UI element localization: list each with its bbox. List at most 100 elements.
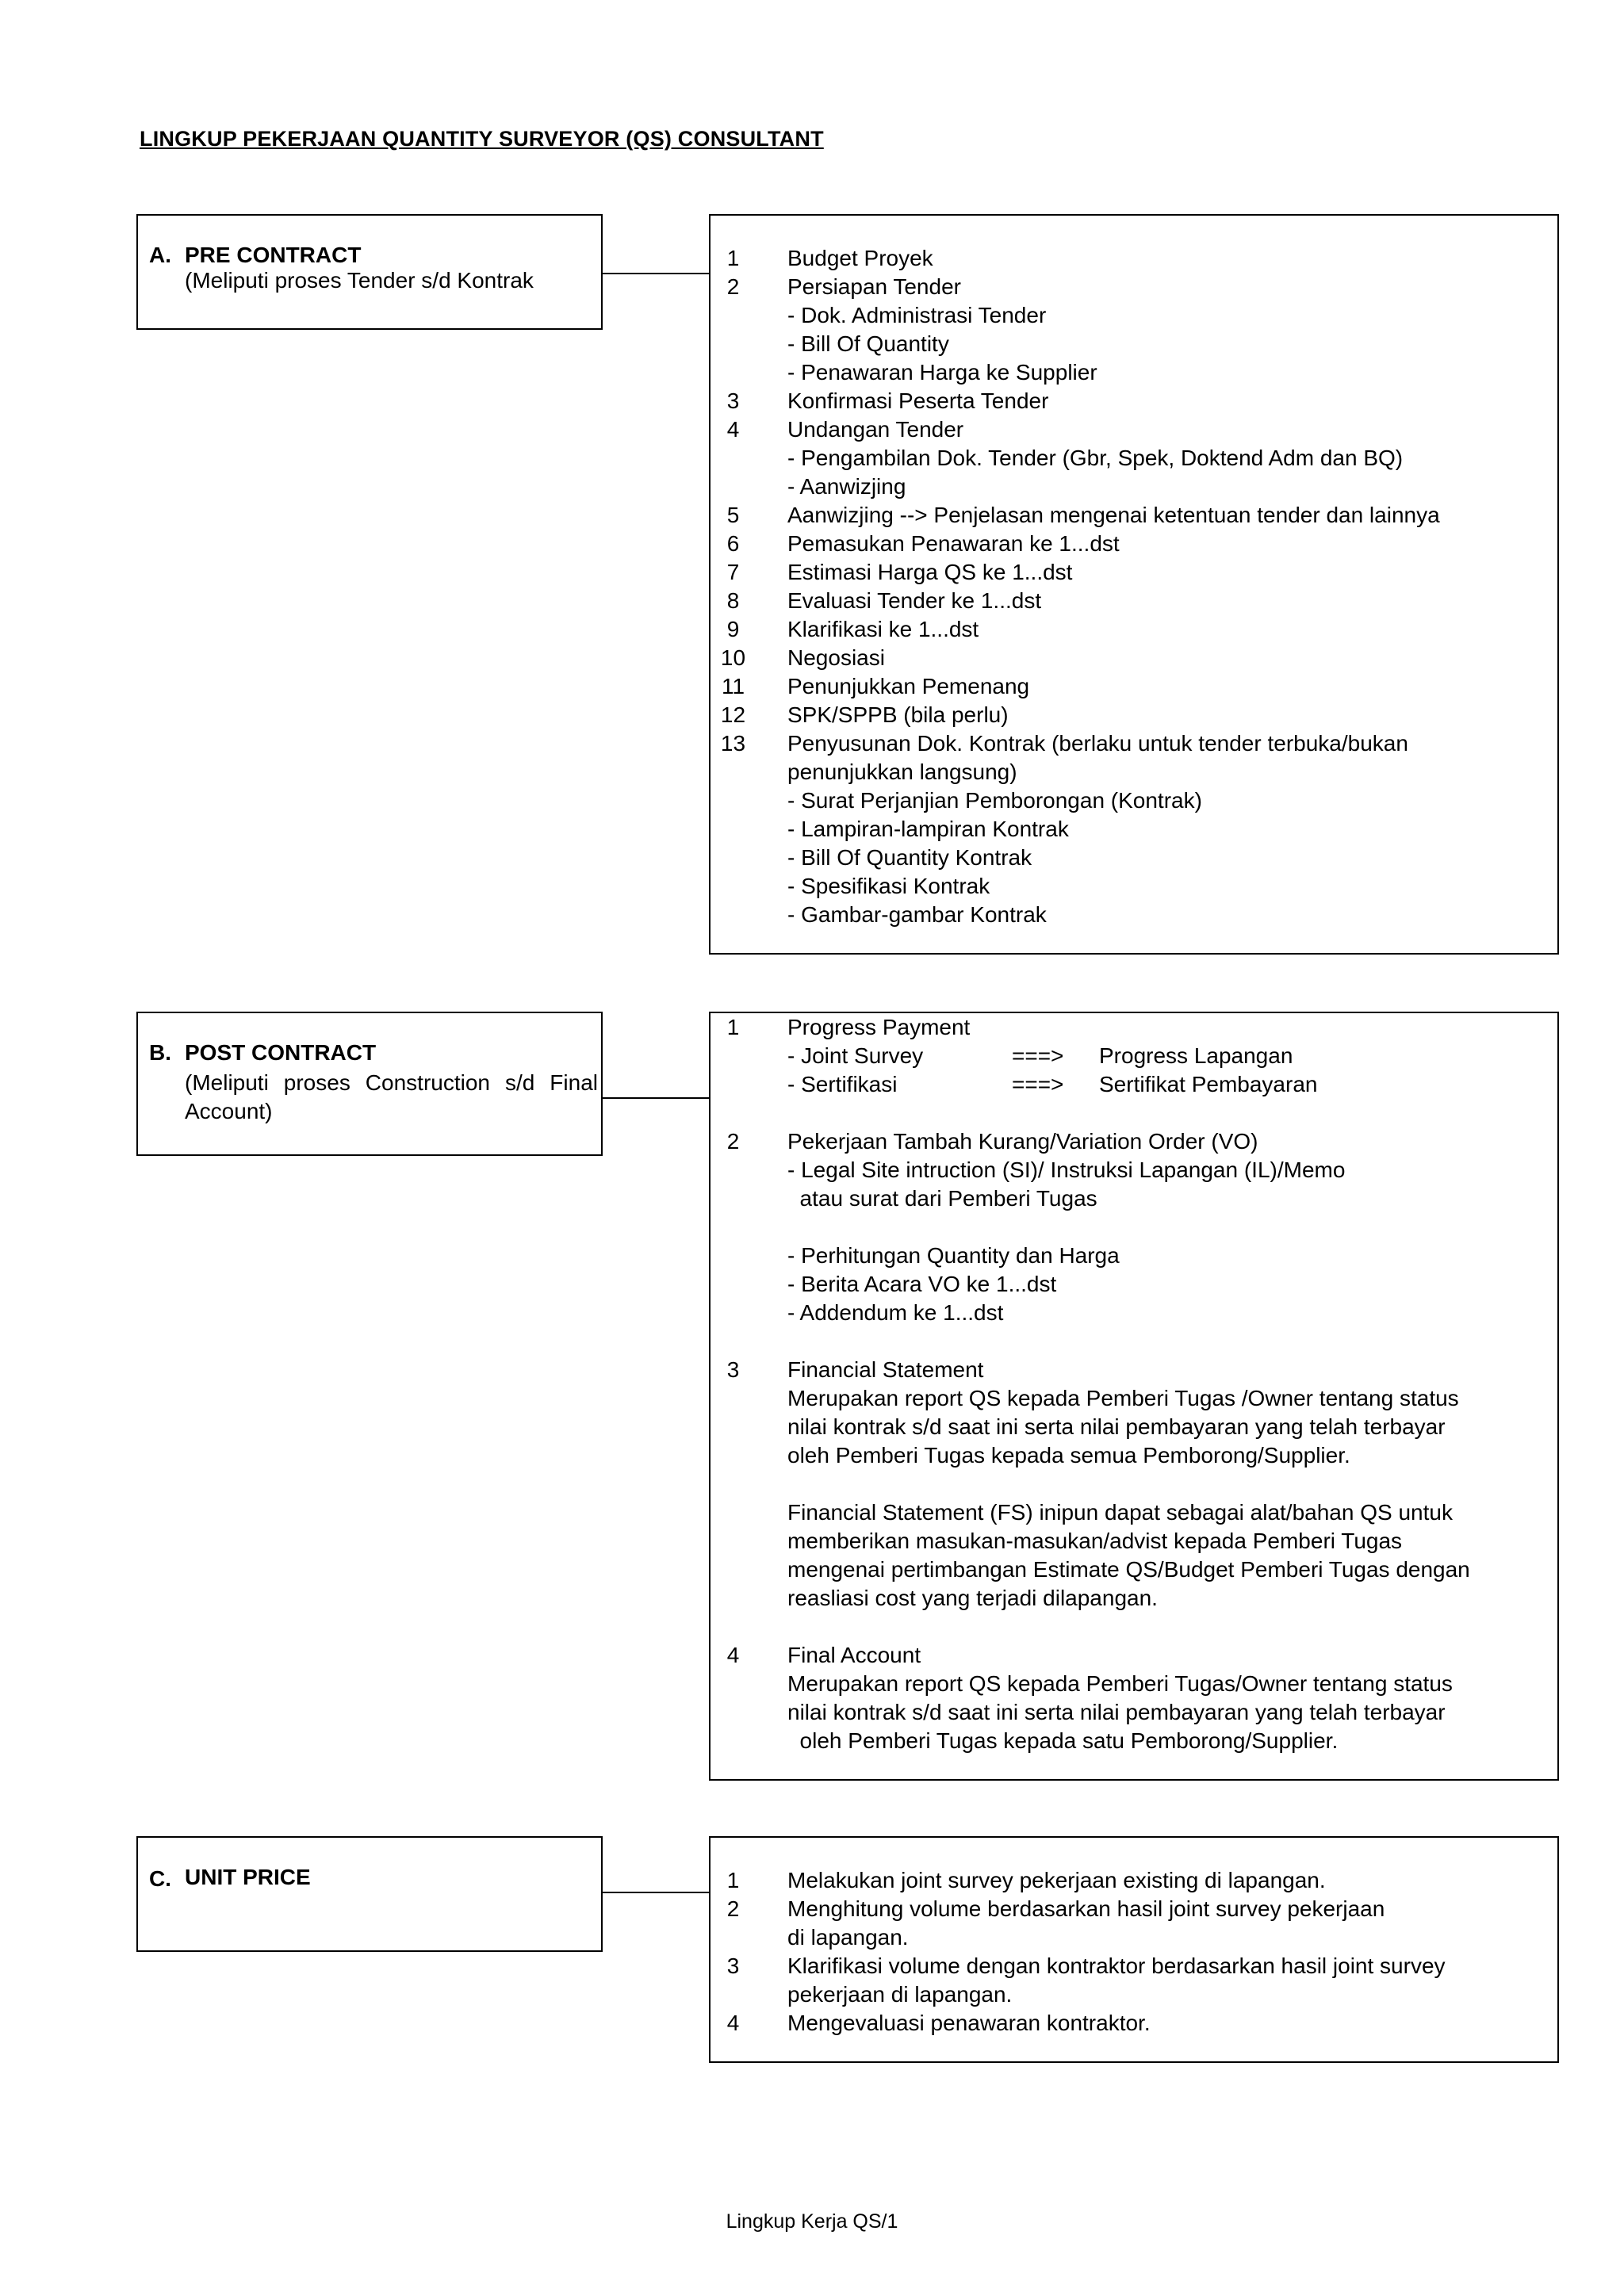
item-text: Final Account: [787, 1643, 921, 1667]
list-item: - Bill Of Quantity: [710, 330, 1557, 358]
item-text: Estimasi Harga QS ke 1...dst: [787, 560, 1073, 584]
item-text: - Aanwizjing: [787, 474, 906, 499]
section-b-title: POST CONTRACT: [185, 1040, 377, 1065]
section-b-connector: [603, 1097, 709, 1099]
item-number: 6: [726, 531, 740, 556]
list-item: - Sertifikasi===>Sertifikat Pembayaran: [710, 1070, 1557, 1099]
item-text: Evaluasi Tender ke 1...dst: [787, 588, 1042, 613]
list-item: mengenai pertimbangan Estimate QS/Budget…: [710, 1556, 1557, 1584]
list-item: oleh Pemberi Tugas kepada semua Pemboron…: [710, 1441, 1557, 1470]
section-c-connector: [603, 1892, 709, 1893]
item-text: SPK/SPPB (bila perlu): [787, 702, 1009, 727]
item-number: 9: [726, 617, 740, 641]
arrow-symbol: ===>: [1012, 1043, 1064, 1068]
item-text: reasliasi cost yang terjadi dilapangan.: [787, 1586, 1158, 1610]
item-number: 1: [726, 1868, 740, 1892]
item-number: 2: [726, 1129, 740, 1154]
item-text: Progress Payment: [787, 1015, 971, 1039]
item-number: 4: [726, 417, 740, 442]
item-text: di lapangan.: [787, 1925, 909, 1950]
list-item: [710, 1327, 1557, 1356]
list-item: 3 Klarifikasi volume dengan kontraktor be…: [710, 1952, 1557, 1980]
list-item: - Pengambilan Dok. Tender (Gbr, Spek, Do…: [710, 444, 1557, 473]
item-text: Penunjukkan Pemenang: [787, 674, 1030, 698]
item-text: Klarifikasi volume dengan kontraktor ber…: [787, 1954, 1446, 1978]
list-item: atau surat dari Pemberi Tugas: [710, 1184, 1557, 1213]
item-number: 2: [726, 274, 740, 299]
item-text: - Berita Acara VO ke 1...dst: [787, 1272, 1057, 1296]
list-item: di lapangan.: [710, 1923, 1557, 1952]
list-item: Merupakan report QS kepada Pemberi Tugas…: [710, 1384, 1557, 1413]
item-number: 4: [726, 1643, 740, 1667]
list-item: 4 Undangan Tender: [710, 415, 1557, 444]
item-number: 8: [726, 588, 740, 613]
item-text: - Bill Of Quantity Kontrak: [787, 845, 1032, 870]
list-item: - Gambar-gambar Kontrak: [710, 901, 1557, 929]
item-text: oleh Pemberi Tugas kepada semua Pemboron…: [787, 1443, 1350, 1468]
section-b-letter: B.: [149, 1040, 171, 1065]
item-text: Persiapan Tender: [787, 274, 961, 299]
section-b-subtitle: (Meliputi proses Construction s/d Final …: [185, 1070, 598, 1123]
item-text: Aanwizjing --> Penjelasan mengenai keten…: [787, 503, 1440, 527]
item-text: atau surat dari Pemberi Tugas: [787, 1186, 1097, 1211]
item-text: pekerjaan di lapangan.: [787, 1982, 1013, 2007]
list-item: 1 Melakukan joint survey pekerjaan existi…: [710, 1866, 1557, 1895]
list-item: Financial Statement (FS) inipun dapat se…: [710, 1498, 1557, 1527]
item-text: Klarifikasi ke 1...dst: [787, 617, 979, 641]
section-a-letter: A.: [149, 243, 171, 267]
item-text: - Spesifikasi Kontrak: [787, 874, 990, 898]
item-text: Menghitung volume berdasarkan hasil join…: [787, 1896, 1385, 1921]
list-item: - Aanwizjing: [710, 473, 1557, 501]
list-item: [710, 1470, 1557, 1498]
item-text: Undangan Tender: [787, 417, 964, 442]
item-number: 4: [726, 2011, 740, 2035]
item-text: - Gambar-gambar Kontrak: [787, 902, 1047, 927]
item-text: - Perhitungan Quantity dan Harga: [787, 1243, 1120, 1268]
item-number: 3: [726, 1954, 740, 1978]
item-text: Merupakan report QS kepada Pemberi Tugas…: [787, 1671, 1453, 1696]
item-text: Financial Statement: [787, 1357, 984, 1382]
list-item: [710, 1099, 1557, 1127]
list-item: - Addendum ke 1...dst: [710, 1299, 1557, 1327]
item-text: Konfirmasi Peserta Tender: [787, 388, 1049, 413]
item-number: 3: [726, 1357, 740, 1382]
list-item: - Spesifikasi Kontrak: [710, 872, 1557, 901]
list-item: nilai kontrak s/d saat ini serta nilai p…: [710, 1413, 1557, 1441]
list-item: oleh Pemberi Tugas kepada satu Pemborong…: [710, 1727, 1557, 1755]
item-text: Melakukan joint survey pekerjaan existin…: [787, 1868, 1326, 1892]
section-c-title: UNIT PRICE: [185, 1865, 311, 1889]
item-text: Penyusunan Dok. Kontrak (berlaku untuk t…: [787, 731, 1408, 756]
item-number: 12: [720, 702, 746, 727]
item-number: 7: [726, 560, 740, 584]
section-a-connector: [603, 273, 709, 274]
list-item: nilai kontrak s/d saat ini serta nilai p…: [710, 1698, 1557, 1727]
item-text: Budget Proyek: [787, 246, 933, 270]
list-item: - Penawaran Harga ke Supplier: [710, 358, 1557, 387]
item-result: Progress Lapangan: [1099, 1043, 1293, 1068]
list-item: - Berita Acara VO ke 1...dst: [710, 1270, 1557, 1299]
item-number: 2: [726, 1896, 740, 1921]
item-text: - Bill Of Quantity: [787, 331, 949, 356]
item-text: Financial Statement (FS) inipun dapat se…: [787, 1500, 1453, 1525]
list-item: pekerjaan di lapangan.: [710, 1980, 1557, 2009]
section-a-heading-box: A. PRE CONTRACT (Meliputi proses Tender …: [136, 214, 603, 330]
item-text: - Pengambilan Dok. Tender (Gbr, Spek, Do…: [787, 446, 1404, 470]
page-footer: Lingkup Kerja QS/1: [726, 2210, 898, 2233]
list-item: - Joint Survey ===> Progress Lapangan: [710, 1042, 1557, 1070]
item-text: memberikan masukan-masukan/advist kepada…: [787, 1529, 1403, 1553]
item-text: penunjukkan langsung): [787, 760, 1017, 784]
arrow-symbol: ===>: [1012, 1072, 1064, 1096]
item-text: - Lampiran-lampiran Kontrak: [787, 817, 1069, 841]
item-text: - Joint Survey: [787, 1043, 924, 1068]
section-b-heading-box: B. POST CONTRACT (Meliputi proses Constr…: [136, 1012, 603, 1156]
list-item: reasliasi cost yang terjadi dilapangan.: [710, 1584, 1557, 1613]
item-text: - Legal Site intruction (SI)/ Instruksi …: [787, 1158, 1346, 1182]
